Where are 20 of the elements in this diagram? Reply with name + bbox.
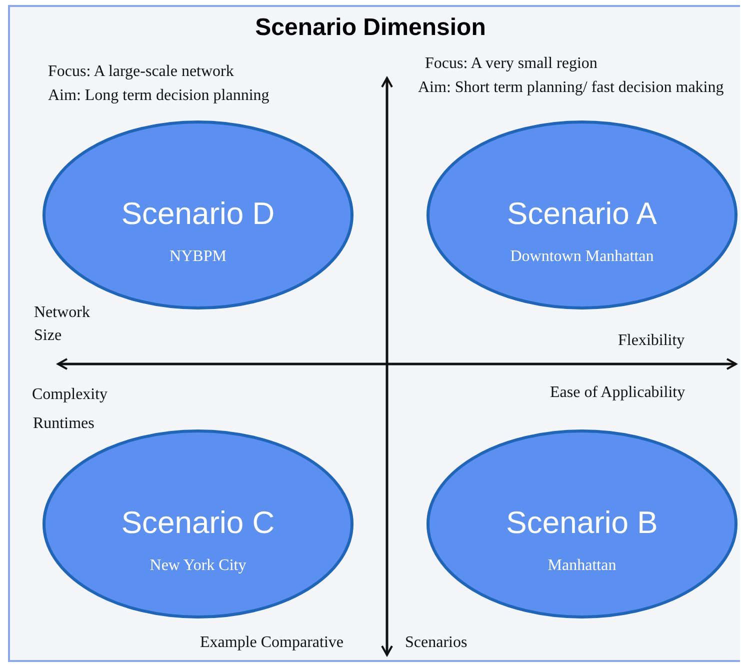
area-name: Downtown Manhattan	[509, 248, 655, 266]
scenario-name: Scenario B	[505, 505, 659, 541]
axis-label: Complexity	[32, 385, 108, 405]
axis-label: Flexibility	[618, 331, 685, 351]
axis-caption: Example Comparative	[200, 633, 344, 653]
focus-note: Focus: A large-scale network	[48, 62, 234, 82]
area-name: New York City	[148, 557, 248, 575]
aim-note: Aim: Short term planning/ fast decision making	[418, 78, 724, 98]
area-name: NYBPM	[168, 248, 228, 266]
diagram-title: Scenario Dimension	[254, 14, 487, 42]
scenario-name: Scenario C	[120, 505, 276, 541]
axis-label: Network Size	[34, 303, 91, 346]
scenario-name: Scenario D	[120, 196, 276, 232]
area-name: Manhattan	[546, 557, 618, 575]
aim-note: Aim: Long term decision planning	[48, 86, 270, 106]
axis-label: Runtimes	[33, 414, 94, 434]
focus-note: Focus: A very small region	[425, 54, 598, 74]
axis-caption: Scenarios	[405, 633, 468, 653]
axis-label: Ease of Applicability	[550, 383, 686, 403]
scenario-name: Scenario A	[506, 196, 658, 232]
